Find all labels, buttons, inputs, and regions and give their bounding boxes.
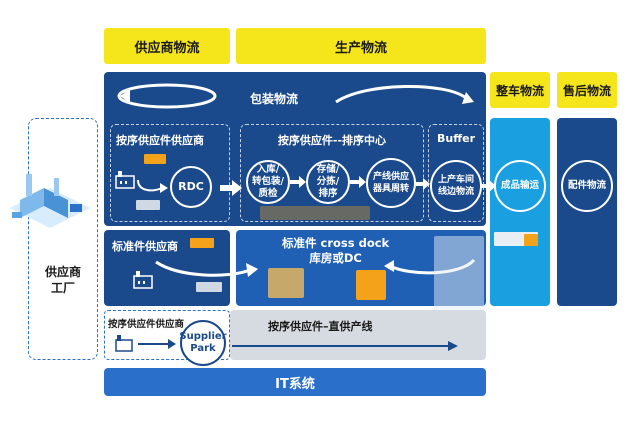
header-supplier-logistics: 供应商物流 [104, 28, 230, 64]
curved-arrow-icon [155, 260, 258, 277]
header-vehicle-logistics: 整车物流 [490, 72, 550, 108]
truck-cab-icon [524, 234, 538, 246]
aftersales-logistics-panel [557, 118, 617, 306]
row3-supplier-panel [104, 310, 230, 360]
forklift-illustration [260, 206, 370, 220]
worker-boxes-illustration [356, 270, 386, 300]
std-supplier-label: 标准件供应商 [112, 240, 178, 253]
swirl-arrow-icon [117, 83, 217, 109]
arrow-right-icon [416, 178, 430, 190]
arrow-right-icon [290, 176, 306, 188]
supplier-factory-label: 供应商 工厂 [44, 265, 81, 295]
supplier-factory-panel [28, 118, 98, 360]
jis-supplier-panel [110, 124, 230, 222]
arrow-right-icon [482, 180, 496, 192]
header-production-logistics: 生产物流 [236, 28, 486, 64]
arrow-right-icon [350, 176, 366, 188]
factory-icon [133, 271, 153, 289]
header-aftersales-logistics: 售后物流 [557, 72, 617, 108]
truck-icon [144, 154, 166, 164]
boxes-illustration [268, 268, 304, 298]
swirl-arrow-icon [335, 85, 474, 104]
step-inbound-node: 入库/ 转包装/ 质检 [246, 160, 290, 204]
step-line-supply-node: 产线供应 器具周转 [366, 158, 416, 208]
sequencing-center-label: 按序供应件--排序中心 [277, 134, 387, 147]
vehicle-logistics-panel [490, 118, 550, 306]
direct-line-label: 按序供应件–直供产线 [268, 320, 373, 333]
direct-line-arrow-icon [232, 341, 458, 351]
truck-icon [196, 282, 222, 292]
buffer-panel [428, 124, 484, 222]
curved-arrow-icon [137, 179, 168, 193]
factory-illustration-icon [10, 174, 90, 228]
truck-icon [190, 238, 214, 248]
line-side-logistics-node: 上产车间 线边物流 [430, 160, 482, 212]
buffer-label: Buffer [436, 132, 475, 145]
direct-line-panel [230, 310, 486, 360]
truck-icon [136, 200, 160, 210]
jis-supplier-label: 按序供应件供应商 [116, 134, 204, 147]
factory-icon [115, 335, 133, 352]
it-system-bar: IT系统 [104, 368, 486, 396]
row3-jis-supplier-label: 按序供应件供应商 [108, 319, 185, 330]
rdc-node: RDC [170, 166, 212, 208]
arrow-right-icon [138, 339, 176, 349]
arrow-right-icon [220, 180, 242, 196]
factory-icon [115, 171, 135, 189]
robot-arm-illustration [434, 236, 484, 316]
sequencing-center-panel [240, 124, 424, 222]
cross-dock-label: 标准件 cross dock 库房或DC [282, 236, 390, 265]
step-storage-node: 存储/ 分拣/ 排序 [306, 160, 350, 204]
row1-block [104, 72, 486, 226]
supplier-park-node: Supplier Park [179, 320, 227, 366]
packaging-logistics-label: 包装物流 [250, 92, 299, 106]
finished-vehicle-transport-node: 成品输运 [494, 160, 546, 212]
parts-logistics-node: 配件物流 [561, 160, 613, 212]
